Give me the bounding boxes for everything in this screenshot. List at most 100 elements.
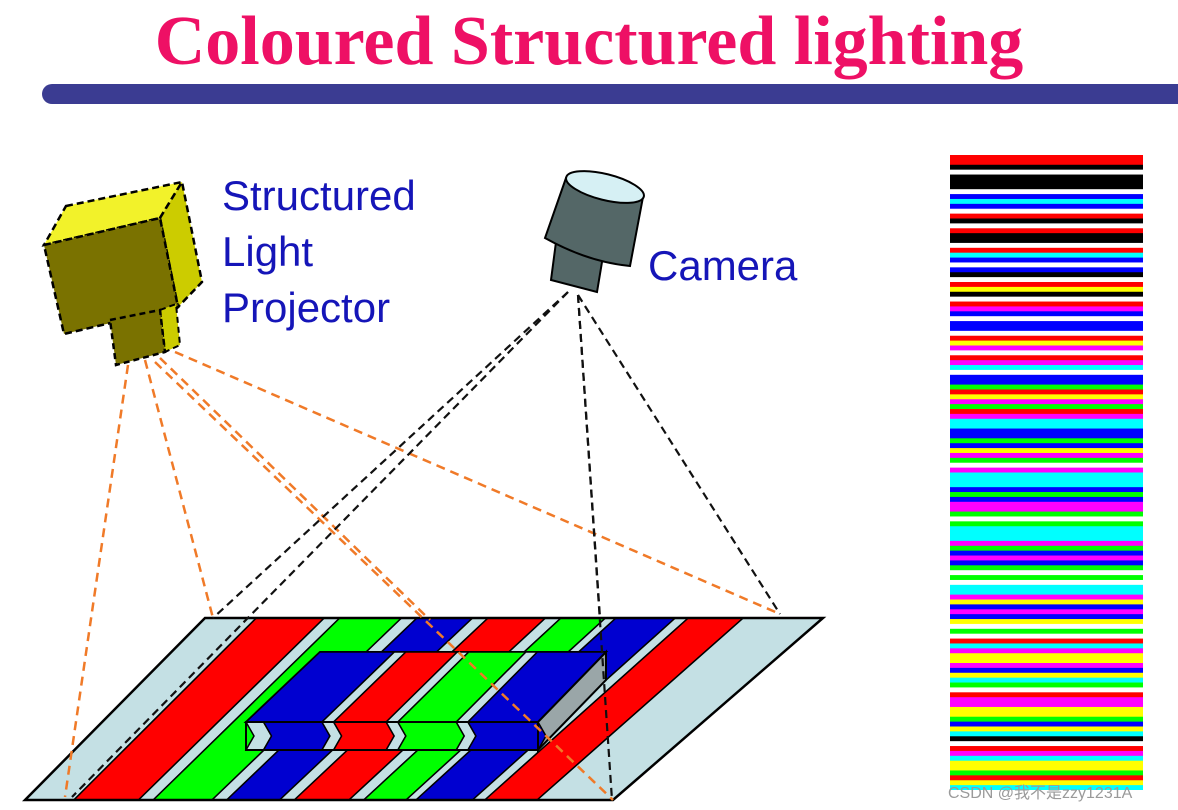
pattern-stripe: [950, 467, 1143, 473]
pattern-stripe: [950, 472, 1143, 478]
pattern-stripe: [950, 350, 1143, 356]
pattern-stripe: [950, 384, 1143, 390]
pattern-stripe: [950, 262, 1143, 268]
pattern-stripe: [950, 496, 1143, 503]
pattern-stripe: [950, 770, 1143, 776]
pattern-stripe: [950, 399, 1143, 405]
projector-icon: [41, 178, 204, 367]
pattern-stripe: [950, 682, 1143, 688]
pattern-stripe: [950, 506, 1143, 512]
pattern-stripe: [950, 550, 1143, 556]
pattern-stripe: [950, 638, 1143, 644]
pattern-stripe: [950, 477, 1143, 483]
projector-label-line1: Structured: [222, 172, 416, 219]
pattern-stripe: [950, 648, 1143, 654]
pattern-stripe: [950, 482, 1143, 488]
pattern-stripe: [950, 379, 1143, 385]
pattern-stripe: [950, 643, 1143, 649]
pattern-stripe: [950, 335, 1143, 342]
pattern-stripe: [950, 570, 1143, 576]
pattern-stripe: [950, 741, 1143, 747]
pattern-stripe: [950, 301, 1143, 307]
pattern-stripe: [950, 257, 1143, 263]
pattern-stripe: [950, 545, 1143, 552]
pattern-stripe: [950, 389, 1143, 395]
pattern-stripe: [950, 418, 1143, 425]
pattern-stripe: [950, 746, 1143, 752]
pattern-stripe: [950, 355, 1143, 361]
pattern-stripe: [950, 306, 1143, 312]
pattern-stripe: [950, 785, 1143, 790]
pattern-stripe: [950, 614, 1143, 620]
pattern-stripe: [950, 775, 1143, 781]
pattern-stripe: [950, 575, 1143, 581]
pattern-stripe: [950, 423, 1143, 429]
pattern-stripe: [950, 706, 1143, 713]
pattern-stripe: [950, 658, 1143, 664]
pattern-stripe: [950, 433, 1143, 439]
pattern-stripe: [950, 184, 1143, 190]
pattern-stripe: [950, 296, 1143, 302]
pattern-stripe: [950, 584, 1143, 591]
pattern-stripe: [950, 198, 1143, 205]
pattern-stripe: [950, 238, 1143, 244]
pattern-stripe: [950, 716, 1143, 723]
pattern-stripe: [950, 340, 1143, 346]
pattern-stripe: [950, 413, 1143, 420]
projector-front-face: [42, 216, 180, 336]
raised-block: [243, 649, 609, 753]
projector-label: Structured Light Projector: [222, 168, 416, 336]
pattern-stripe: [950, 311, 1143, 317]
pattern-stripe: [950, 736, 1143, 742]
structured-light-diagram: [22, 170, 827, 802]
pattern-stripe: [950, 277, 1143, 283]
pattern-stripe: [950, 687, 1143, 693]
pattern-stripe: [950, 521, 1143, 527]
block-front-stripe-1: [262, 721, 331, 751]
pattern-stripe: [950, 169, 1143, 175]
pattern-stripe: [950, 692, 1143, 698]
pattern-stripe: [950, 228, 1143, 234]
pattern-stripe: [950, 252, 1143, 258]
pattern-stripe: [950, 540, 1143, 547]
pattern-stripe: [950, 452, 1143, 459]
projector-label-line3: Projector: [222, 284, 391, 331]
pattern-stripe: [950, 443, 1143, 449]
pattern-stripe: [950, 194, 1143, 200]
pattern-stripe: [950, 526, 1143, 532]
pattern-stripe: [950, 780, 1143, 786]
pattern-stripe: [950, 536, 1143, 542]
projector-light-rays: [63, 350, 781, 801]
pattern-stripe: [950, 487, 1143, 493]
pattern-stripe: [950, 360, 1143, 366]
pattern-stripe: [950, 208, 1143, 215]
pattern-stripe: [950, 760, 1143, 766]
pattern-stripe: [950, 286, 1143, 293]
pattern-stripe: [950, 316, 1143, 322]
pattern-stripe: [950, 203, 1143, 210]
pattern-stripe: [950, 516, 1143, 522]
pattern-stripe: [950, 633, 1143, 639]
projector-label-line2: Light: [222, 228, 314, 275]
camera-view-rays: [71, 291, 781, 801]
pattern-stripe: [950, 750, 1143, 757]
pattern-stripe: [950, 267, 1143, 273]
pattern-stripe: [950, 594, 1143, 600]
pattern-stripe: [950, 404, 1143, 410]
pattern-stripe: [950, 325, 1143, 332]
pattern-stripe: [950, 721, 1143, 727]
pattern-stripe: [950, 560, 1143, 566]
pattern-stripe: [950, 589, 1143, 596]
pattern-stripe: [950, 599, 1143, 605]
pattern-stripe: [950, 653, 1143, 659]
raised-block-front-outline: [245, 721, 539, 751]
projector-lens: [108, 308, 167, 367]
pattern-stripe: [950, 179, 1143, 185]
pattern-stripe: [950, 731, 1143, 737]
pattern-stripe: [950, 155, 1143, 161]
pattern-stripe: [950, 531, 1143, 537]
pattern-stripe: [950, 702, 1143, 708]
pattern-stripe: [950, 291, 1143, 298]
pattern-stripe: [950, 677, 1143, 683]
pattern-stripe: [950, 409, 1143, 415]
